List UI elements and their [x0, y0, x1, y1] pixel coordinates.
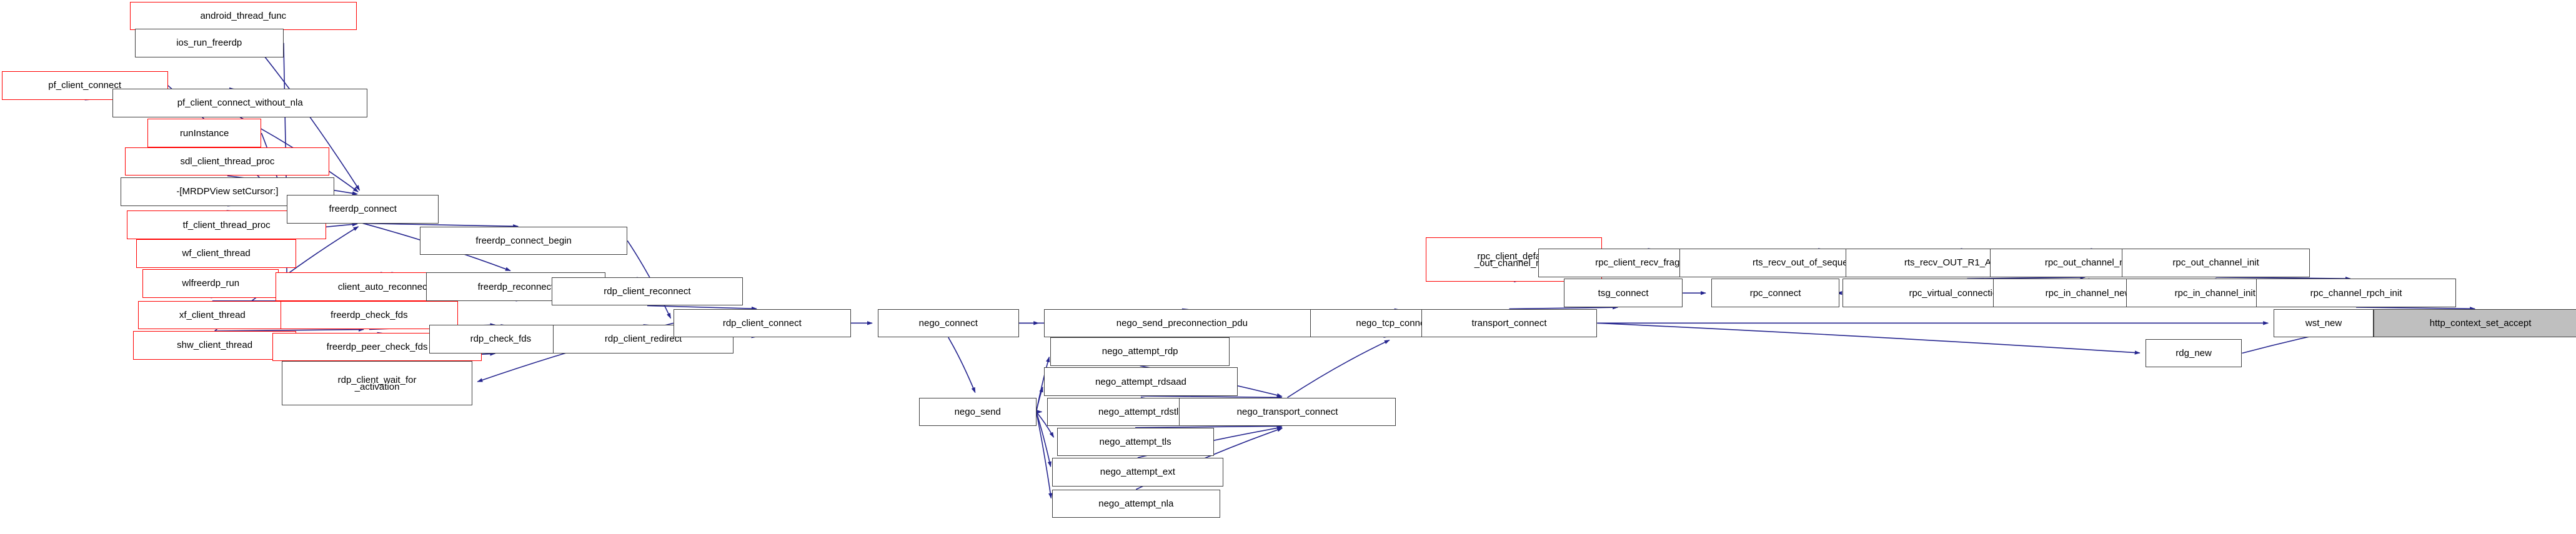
- node-label: tsg_connect: [1598, 287, 1649, 299]
- node-label: nego_attempt_ext: [1100, 467, 1175, 478]
- node-label: freerdp_check_fds: [331, 310, 408, 321]
- edge-nego_transport_connect-to-nego_tcp_connect: [1287, 339, 1390, 398]
- node-label: rdp_client_redirect: [604, 334, 682, 345]
- node-label: nego_send_preconnection_pdu: [1116, 317, 1248, 329]
- node-label: rdp_client_connect: [722, 317, 802, 329]
- node-sdl_client_thread_proc[interactable]: sdl_client_thread_proc: [125, 147, 330, 176]
- node-runInstance[interactable]: runInstance: [147, 119, 262, 147]
- node-label: nego_attempt_rdsaad: [1095, 376, 1186, 387]
- node-nego_transport_connect[interactable]: nego_transport_connect: [1178, 397, 1396, 427]
- node-label: nego_connect: [918, 317, 978, 329]
- node-label: android_thread_func: [200, 10, 287, 21]
- node-rpc_connect[interactable]: rpc_connect: [1711, 279, 1840, 307]
- node-label: rdp_client_wait_for _activation: [337, 374, 417, 392]
- node-label: shw_client_thread: [177, 340, 253, 351]
- edge-nego_connect-to-nego_send: [948, 337, 976, 393]
- node-android_thread_func[interactable]: android_thread_func: [129, 1, 357, 31]
- node-rpc_channel_rpch_init[interactable]: rpc_channel_rpch_init: [2256, 279, 2456, 307]
- node-label: wst_new: [2305, 317, 2342, 329]
- node-ios_run_freerdp[interactable]: ios_run_freerdp: [134, 29, 284, 57]
- node-pf_client_connect_without_nla[interactable]: pf_client_connect_without_nla: [112, 89, 368, 117]
- node-nego_connect[interactable]: nego_connect: [877, 309, 1019, 338]
- node-label: pf_client_connect_without_nla: [177, 97, 303, 109]
- node-rdg_new[interactable]: rdg_new: [2145, 339, 2242, 368]
- edge-transport_connect-to-rdg_new: [1597, 322, 2141, 355]
- node-label: runInstance: [179, 127, 229, 139]
- node-nego_attempt_nla[interactable]: nego_attempt_nla: [1052, 489, 1220, 518]
- node-label: -[MRDPView setCursor:]: [176, 186, 279, 197]
- node-nego_attempt_tls[interactable]: nego_attempt_tls: [1057, 427, 1214, 457]
- node-label: tf_client_thread_proc: [182, 219, 271, 230]
- node-label: nego_attempt_rdp: [1102, 346, 1178, 357]
- node-xf_client_thread[interactable]: xf_client_thread: [137, 300, 287, 330]
- edge-nego_send-to-nego_attempt_rdsaad: [1035, 386, 1043, 412]
- node-label: rpc_in_channel_init: [2174, 287, 2255, 299]
- node-nego_send[interactable]: nego_send: [918, 397, 1037, 427]
- node-label: nego_attempt_rdstls: [1098, 406, 1183, 417]
- node-label: rdp_client_reconnect: [604, 286, 691, 297]
- node-rdp_client_connect[interactable]: rdp_client_connect: [673, 309, 851, 338]
- node-wf_client_thread[interactable]: wf_client_thread: [136, 239, 297, 268]
- node-label: wlfreerdp_run: [182, 278, 240, 289]
- node-nego_send_preconnection_pdu[interactable]: nego_send_preconnection_pdu: [1044, 309, 1320, 338]
- node-label: rpc_out_channel_init: [2172, 257, 2259, 269]
- node-http_context_set_accept[interactable]: http_context_set_accept: [2373, 309, 2576, 338]
- node-shw_client_thread[interactable]: shw_client_thread: [133, 331, 297, 360]
- node-nego_attempt_rdsaad[interactable]: nego_attempt_rdsaad: [1044, 367, 1238, 396]
- node-label: transport_connect: [1471, 317, 1547, 329]
- node-wlfreerdp_run[interactable]: wlfreerdp_run: [142, 269, 279, 298]
- node-label: nego_transport_connect: [1236, 406, 1338, 417]
- node-freerdp_connect[interactable]: freerdp_connect: [287, 194, 439, 224]
- node-label: xf_client_thread: [179, 310, 246, 321]
- node-label: sdl_client_thread_proc: [180, 156, 275, 167]
- node-label: rdg_new: [2176, 348, 2212, 359]
- node-transport_connect[interactable]: transport_connect: [1421, 309, 1598, 338]
- node-label: rdp_check_fds: [470, 334, 532, 345]
- node-label: nego_send: [954, 406, 1001, 417]
- node-wst_new[interactable]: wst_new: [2274, 309, 2374, 338]
- node-nego_attempt_rdp[interactable]: nego_attempt_rdp: [1050, 337, 1230, 366]
- node-label: freerdp_connect: [329, 204, 397, 215]
- node-label: rpc_in_channel_new: [2045, 287, 2132, 299]
- node-label: rpc_channel_rpch_init: [2310, 287, 2402, 299]
- node-label: wf_client_thread: [182, 248, 251, 259]
- node-rdp_check_fds[interactable]: rdp_check_fds: [429, 324, 572, 354]
- node-freerdp_connect_begin[interactable]: freerdp_connect_begin: [420, 226, 628, 255]
- node-rdp_client_reconnect[interactable]: rdp_client_reconnect: [551, 277, 743, 306]
- node-label: freerdp_peer_check_fds: [326, 341, 428, 352]
- node-tsg_connect[interactable]: tsg_connect: [1564, 279, 1683, 307]
- node-label: rpc_connect: [1749, 287, 1801, 299]
- node-rdp_client_wait_for_activation[interactable]: rdp_client_wait_for _activation: [282, 361, 472, 406]
- node-label: nego_attempt_tls: [1099, 437, 1171, 448]
- node-label: http_context_set_accept: [2429, 317, 2532, 329]
- node-label: ios_run_freerdp: [176, 37, 242, 49]
- node-label: freerdp_reconnect: [477, 281, 554, 292]
- node-label: pf_client_connect: [48, 80, 122, 91]
- node-label: nego_attempt_nla: [1098, 498, 1174, 509]
- node-nego_attempt_ext[interactable]: nego_attempt_ext: [1052, 457, 1223, 487]
- node-label: freerdp_connect_begin: [475, 235, 572, 246]
- node-rpc_out_channel_init[interactable]: rpc_out_channel_init: [2121, 249, 2310, 277]
